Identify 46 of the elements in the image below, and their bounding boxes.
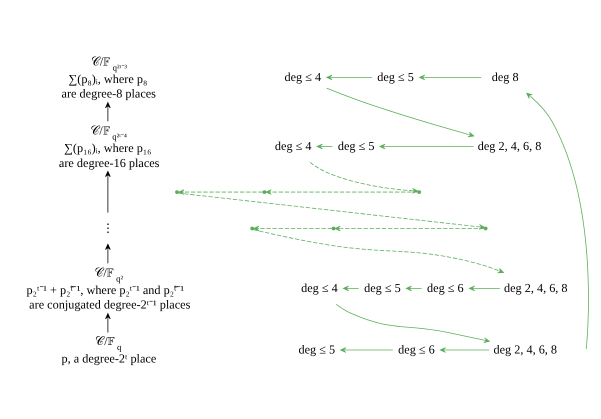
- node-point: [262, 190, 266, 194]
- arrow: [105, 312, 111, 332]
- arrow: [334, 225, 485, 231]
- node-text: deg 2, 4, 6, 8: [504, 280, 568, 295]
- arrow: [406, 285, 422, 291]
- node-text: 𝒞/𝔽$_{q²ᵗ⁻⁴}$ ∑(p₁₆)ᵢ, where p₁₆ are degree-16 places: [58, 122, 160, 170]
- arrow: [336, 303, 490, 342]
- arrow: [252, 228, 504, 273]
- node-text: deg 2, 4, 6, 8: [478, 138, 542, 153]
- node-text: ⋮: [102, 220, 114, 235]
- arrow: [379, 143, 474, 149]
- node-text: deg ≤ 4: [284, 70, 322, 84]
- node-text: deg 8: [492, 70, 519, 84]
- node-text: 𝒞/𝔽$_{q}$ p, a degree-2ᵗ place: [62, 333, 156, 365]
- node-point: [417, 190, 422, 194]
- node-text: 𝒞/𝔽$_{q²ᵗ⁻³}$ ∑(p₈)ᵢ, where p₈ are degree-8 places: [62, 54, 156, 100]
- arrow: [440, 346, 490, 352]
- node-point: [175, 190, 179, 194]
- arrow: [468, 285, 500, 291]
- node-point: [332, 226, 336, 230]
- node-point: [250, 226, 254, 230]
- node-text: deg ≤ 5: [298, 342, 336, 356]
- arrow: [105, 102, 111, 122]
- node-text: deg ≤ 6: [398, 342, 435, 356]
- arrow: [326, 74, 372, 80]
- node-text: deg ≤ 5: [338, 138, 374, 153]
- node-text: deg ≤ 5: [377, 70, 414, 84]
- node-text: deg ≤ 4: [274, 138, 312, 153]
- node-text: 𝒞/𝔽$_{q²}$ p₂ᵗ⁻¹ + p₂̃ᵗ⁻¹, where p₂ᵗ⁻¹ and p₂̃ᵗ⁻¹ are conjugated degree-2ᵗ⁻¹ places: [26, 264, 190, 312]
- arrow: [342, 285, 360, 291]
- node-text: deg ≤ 6: [427, 280, 464, 295]
- arrow: [419, 74, 482, 80]
- arrow: [178, 188, 264, 194]
- node-text: deg ≤ 5: [364, 280, 401, 295]
- node-text: deg ≤ 4: [301, 280, 338, 295]
- arrow: [266, 188, 418, 194]
- arrow: [316, 143, 333, 149]
- arrow: [253, 225, 332, 231]
- node-point: [484, 226, 488, 230]
- arrow: [310, 161, 418, 194]
- arrow: [178, 192, 485, 230]
- arrow: [326, 87, 474, 137]
- arrow: [105, 243, 111, 264]
- node-text: deg 2, 4, 6, 8: [494, 342, 558, 356]
- arrow: [105, 170, 111, 213]
- arrow: [340, 346, 394, 352]
